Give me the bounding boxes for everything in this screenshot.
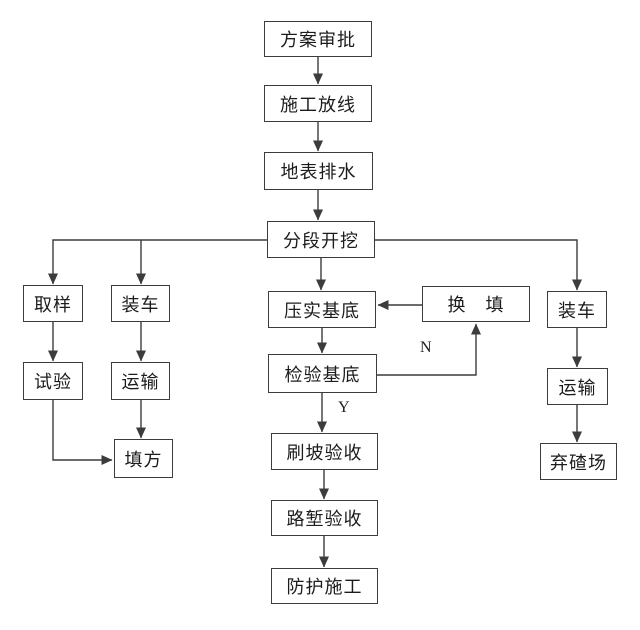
edge-testing-to-filling xyxy=(52,400,113,465)
node-plan-approval: 方案审批 xyxy=(264,21,372,57)
node-staged-excavation: 分段开挖 xyxy=(267,221,375,258)
edge-label-fail-n: N xyxy=(420,339,432,356)
edge-label-pass-y: Y xyxy=(338,399,350,416)
node-slope-acceptance: 刷坡验收 xyxy=(271,433,378,470)
node-transport-left: 运输 xyxy=(111,362,170,400)
node-inspect-subgrade: 检验基底 xyxy=(268,354,377,393)
node-loading-left: 装车 xyxy=(111,285,170,322)
node-cutting-acceptance: 路堑验收 xyxy=(271,500,378,536)
node-replacement-fill: 换 填 xyxy=(422,286,530,322)
edge-staged-excavation-left-branch xyxy=(48,239,267,285)
node-surface-drainage: 地表排水 xyxy=(264,152,373,190)
node-testing: 试验 xyxy=(23,362,83,400)
edge-staged-excavation-right-branch xyxy=(375,239,582,291)
edge-inspect-subgrade-to-replacement-fill xyxy=(377,323,481,376)
node-setting-out: 施工放线 xyxy=(264,85,372,122)
node-compact-subgrade: 压实基底 xyxy=(268,291,376,328)
node-transport-right: 运输 xyxy=(547,368,608,405)
node-loading-right: 装车 xyxy=(547,291,607,328)
node-spoil-yard: 弃碴场 xyxy=(540,443,617,480)
node-protection-construction: 防护施工 xyxy=(271,568,378,604)
node-filling: 填方 xyxy=(114,439,173,478)
node-sampling: 取样 xyxy=(23,285,83,322)
